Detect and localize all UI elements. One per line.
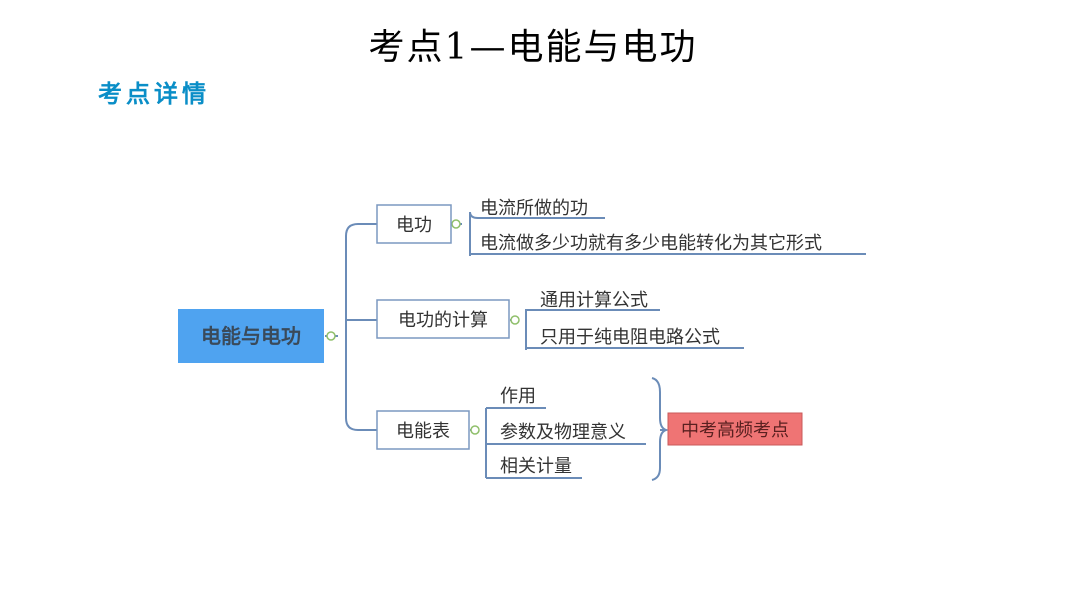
section-label: 考点详情 [98, 80, 210, 108]
mindmap-root-node [178, 309, 324, 363]
branch-label: 电功 [396, 215, 432, 236]
leaf-label: 只用于纯电阻电路公式 [540, 327, 720, 348]
leaf-label: 作用 [500, 386, 536, 407]
leaf-label: 相关计量 [500, 456, 572, 477]
leaf-label: 电流做多少功就有多少电能转化为其它形式 [480, 233, 822, 254]
branch-node-electric-work [376, 204, 452, 244]
leaf-label: 电流所做的功 [480, 198, 588, 219]
leaf-label: 参数及物理意义 [500, 422, 626, 443]
mindmap-root-label: 电能与电功 [201, 324, 301, 348]
page-title: 考点1—电能与电功 [368, 27, 698, 68]
branch-label: 电功的计算 [398, 310, 488, 331]
branch-label: 电能表 [396, 421, 450, 442]
highlight-label: 中考高频考点 [681, 420, 789, 441]
leaf-label: 通用计算公式 [540, 290, 648, 311]
branch-node-work-calculation [376, 299, 510, 339]
highlight-badge [667, 412, 803, 446]
branch-node-electric-meter [376, 410, 470, 450]
